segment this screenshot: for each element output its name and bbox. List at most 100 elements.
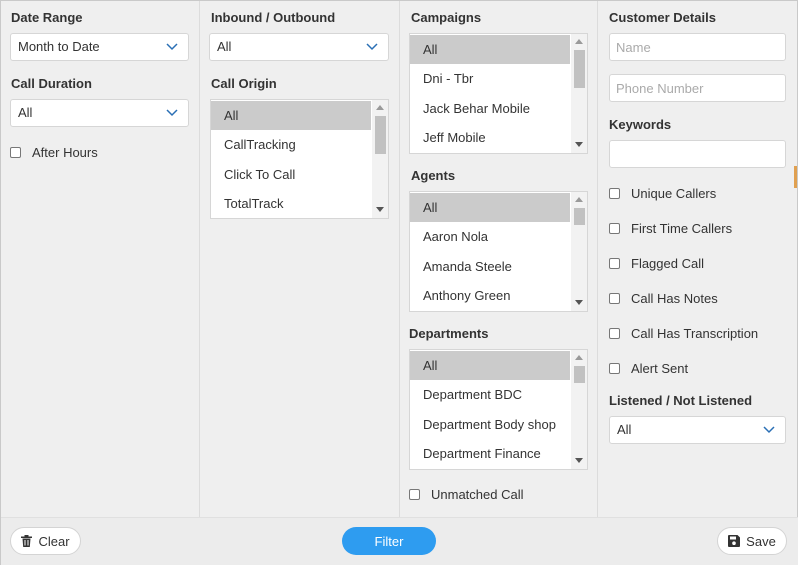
list-item[interactable]: Dni - Tbr <box>423 71 474 86</box>
alert-sent-checkbox[interactable]: Alert Sent <box>609 361 688 376</box>
call-duration-value: All <box>18 105 33 120</box>
scroll-down-arrow-icon[interactable] <box>575 458 583 463</box>
call-has-transcription-label: Call Has Transcription <box>631 326 759 341</box>
checkbox-box[interactable] <box>609 223 620 234</box>
alert-sent-label: Alert Sent <box>631 361 689 376</box>
inbound-outbound-label: Inbound / Outbound <box>211 10 336 25</box>
list-item[interactable]: TotalTrack <box>224 196 284 211</box>
column-inbound-origin: Inbound / Outbound All Call Origin All C… <box>200 1 400 517</box>
footer-bar: Clear Filter Save <box>1 517 798 565</box>
floppy-disk-icon <box>728 535 741 547</box>
clear-button[interactable]: Clear <box>10 527 81 555</box>
date-range-value: Month to Date <box>18 39 100 54</box>
column-campaigns-agents: Campaigns All Dni - Tbr Jack Behar Mobil… <box>400 1 598 517</box>
listened-value: All <box>617 422 632 437</box>
unmatched-call-checkbox[interactable]: Unmatched Call <box>409 487 524 502</box>
chevron-down-icon <box>166 109 178 117</box>
checkbox-box[interactable] <box>609 328 620 339</box>
after-hours-label: After Hours <box>32 145 98 160</box>
call-duration-select[interactable]: All <box>10 99 189 127</box>
list-item[interactable]: Jeff Mobile <box>423 130 486 145</box>
filter-button[interactable]: Filter <box>342 527 436 555</box>
scroll-thumb[interactable] <box>574 208 585 225</box>
checkbox-box[interactable] <box>609 188 620 199</box>
column-date-duration: Date Range Month to Date Call Duration A… <box>1 1 200 517</box>
date-range-label: Date Range <box>11 10 83 25</box>
scrollbar[interactable] <box>372 100 388 218</box>
keywords-input[interactable] <box>609 140 786 168</box>
scroll-up-arrow-icon[interactable] <box>575 39 583 44</box>
checkbox-box[interactable] <box>409 489 420 500</box>
checkbox-box[interactable] <box>609 258 620 269</box>
phone-number-input[interactable] <box>609 74 786 102</box>
checkbox-box[interactable] <box>10 147 21 158</box>
call-has-transcription-checkbox[interactable]: Call Has Transcription <box>609 326 758 341</box>
scrollbar[interactable] <box>571 34 587 153</box>
listened-select[interactable]: All <box>609 416 786 444</box>
scroll-down-arrow-icon[interactable] <box>575 300 583 305</box>
chevron-down-icon <box>166 43 178 51</box>
date-range-select[interactable]: Month to Date <box>10 33 189 61</box>
scroll-up-arrow-icon[interactable] <box>575 197 583 202</box>
agents-label: Agents <box>411 168 456 183</box>
save-button-label: Save <box>746 533 776 549</box>
departments-label: Departments <box>409 326 489 341</box>
chevron-down-icon <box>366 43 378 51</box>
flagged-call-checkbox[interactable]: Flagged Call <box>609 256 704 271</box>
call-has-notes-label: Call Has Notes <box>631 291 718 306</box>
departments-listbox[interactable]: All Department BDC Department Body shop … <box>409 349 588 470</box>
first-time-callers-checkbox[interactable]: First Time Callers <box>609 221 732 236</box>
edge-indicator <box>794 166 797 188</box>
list-item[interactable]: Department BDC <box>423 387 522 402</box>
scroll-up-arrow-icon[interactable] <box>376 105 384 110</box>
call-origin-label: Call Origin <box>211 76 277 91</box>
first-time-callers-label: First Time Callers <box>631 221 733 236</box>
chevron-down-icon <box>763 426 775 434</box>
scroll-thumb[interactable] <box>574 50 585 88</box>
inbound-outbound-value: All <box>217 39 232 54</box>
inbound-outbound-select[interactable]: All <box>209 33 389 61</box>
list-item[interactable]: Click To Call <box>224 167 296 182</box>
checkbox-box[interactable] <box>609 293 620 304</box>
unique-callers-label: Unique Callers <box>631 186 717 201</box>
list-item[interactable]: All <box>211 101 371 130</box>
column-customer-details: Customer Details Keywords Unique Callers… <box>598 1 798 517</box>
checkbox-box[interactable] <box>609 363 620 374</box>
list-item[interactable]: Aaron Nola <box>423 229 489 244</box>
call-origin-listbox[interactable]: All CallTracking Click To Call TotalTrac… <box>210 99 389 219</box>
list-item[interactable]: CallTracking <box>224 137 296 152</box>
list-item[interactable]: Amanda Steele <box>423 259 512 274</box>
list-item[interactable]: Department Finance <box>423 446 541 461</box>
campaigns-label: Campaigns <box>411 10 482 25</box>
call-duration-label: Call Duration <box>11 76 92 91</box>
list-item[interactable]: All <box>410 193 570 222</box>
scrollbar[interactable] <box>571 192 587 311</box>
list-item[interactable]: All <box>410 35 570 64</box>
list-item[interactable]: Department Body shop <box>423 417 556 432</box>
scroll-thumb[interactable] <box>574 366 585 383</box>
campaigns-listbox[interactable]: All Dni - Tbr Jack Behar Mobile Jeff Mob… <box>409 33 588 154</box>
unique-callers-checkbox[interactable]: Unique Callers <box>609 186 716 201</box>
scrollbar[interactable] <box>571 350 587 469</box>
name-input[interactable] <box>609 33 786 61</box>
call-has-notes-checkbox[interactable]: Call Has Notes <box>609 291 718 306</box>
scroll-up-arrow-icon[interactable] <box>575 355 583 360</box>
unmatched-call-label: Unmatched Call <box>431 487 524 502</box>
list-item[interactable]: Jack Behar Mobile <box>423 101 530 116</box>
filter-button-label: Filter <box>374 533 404 549</box>
customer-details-label: Customer Details <box>609 10 716 25</box>
save-button[interactable]: Save <box>717 527 787 555</box>
trash-icon <box>21 535 33 547</box>
list-item[interactable]: Anthony Green <box>423 288 511 303</box>
scroll-down-arrow-icon[interactable] <box>575 142 583 147</box>
clear-button-label: Clear <box>38 533 70 549</box>
agents-listbox[interactable]: All Aaron Nola Amanda Steele Anthony Gre… <box>409 191 588 312</box>
scroll-thumb[interactable] <box>375 116 386 154</box>
flagged-call-label: Flagged Call <box>631 256 704 271</box>
scroll-down-arrow-icon[interactable] <box>376 207 384 212</box>
keywords-label: Keywords <box>609 117 672 132</box>
listened-label: Listened / Not Listened <box>609 393 753 408</box>
list-item[interactable]: All <box>410 351 570 380</box>
after-hours-checkbox[interactable]: After Hours <box>10 145 98 160</box>
